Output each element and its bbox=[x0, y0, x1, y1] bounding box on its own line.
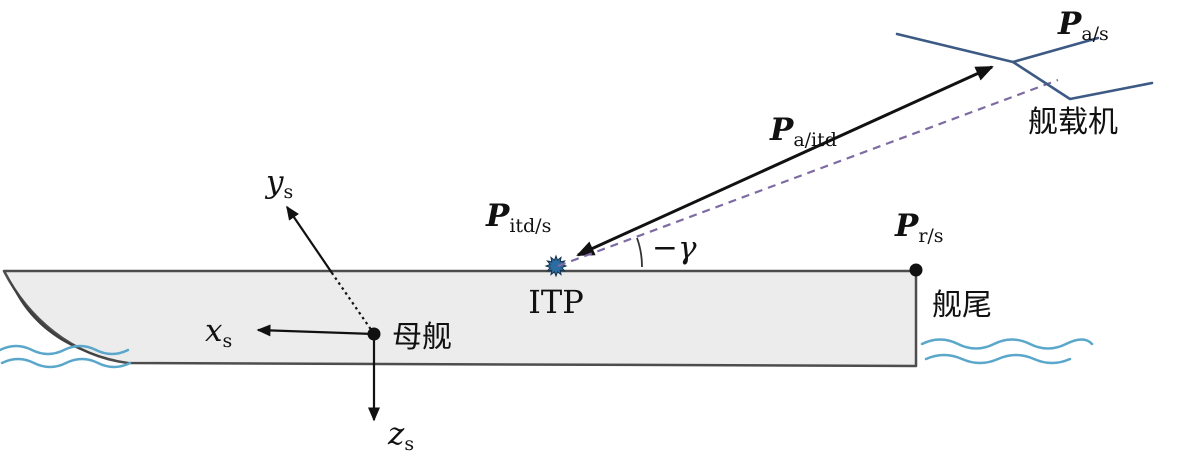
waves-left bbox=[0, 344, 132, 369]
p-r-s-label: Pr/s bbox=[894, 208, 944, 247]
y-axis-hidden-segment bbox=[331, 272, 375, 335]
aircraft-label: 舰载机 bbox=[1028, 105, 1118, 140]
stern-label: 舰尾 bbox=[932, 288, 992, 323]
aircraft-body-line bbox=[1011, 60, 1154, 101]
y-axis-arrow bbox=[286, 205, 333, 274]
mothership-label: 母舰 bbox=[392, 320, 452, 355]
wave-line bbox=[0, 357, 132, 369]
aircraft-icon bbox=[895, 32, 1154, 101]
wave-line bbox=[924, 353, 1072, 365]
y-axis-label: ys bbox=[264, 164, 293, 203]
wave-line bbox=[0, 344, 130, 356]
itp-label: ITP bbox=[528, 283, 584, 321]
p-a-itd-arrow bbox=[576, 65, 994, 257]
glide-angle-arc bbox=[636, 237, 643, 268]
glide-slope-dashed-line bbox=[557, 78, 1059, 268]
x-axis-arrow bbox=[256, 324, 375, 337]
x-axis-label: xs bbox=[205, 313, 232, 352]
p-a-itd-label: Pa/itd bbox=[769, 112, 837, 151]
z-axis-label: zs bbox=[387, 416, 414, 455]
ship-hull bbox=[2, 269, 918, 368]
wave-line bbox=[920, 338, 1094, 350]
glide-angle-label: −γ bbox=[652, 230, 697, 266]
p-a-s-label: Pa/s bbox=[1057, 6, 1109, 45]
itp-starburst-icon bbox=[544, 254, 568, 278]
waves-right bbox=[920, 338, 1094, 365]
p-itd-s-label: Pitd/s bbox=[485, 198, 551, 237]
stern-point-dot bbox=[909, 263, 923, 277]
